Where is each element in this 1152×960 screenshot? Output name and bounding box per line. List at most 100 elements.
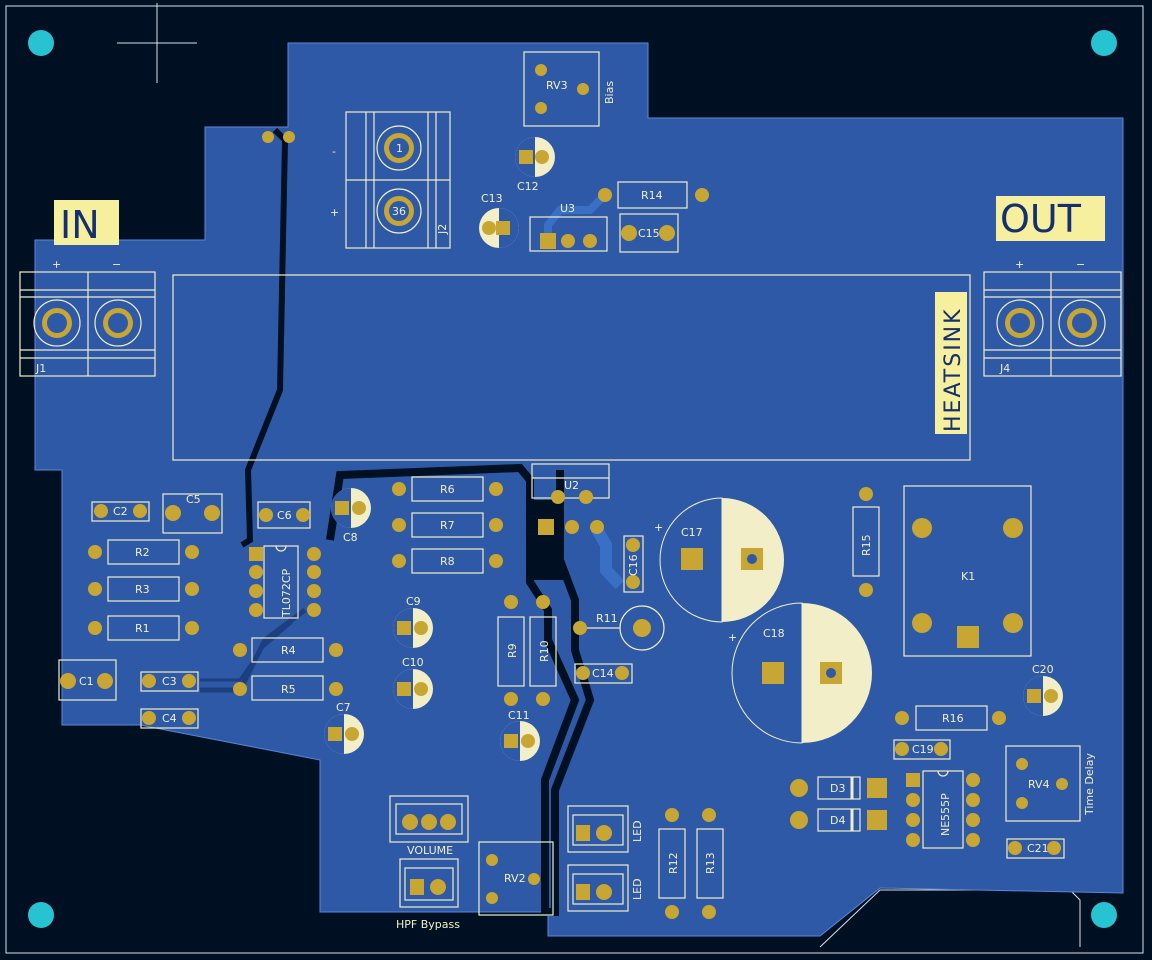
c11-label: C11 <box>508 709 530 722</box>
r16-label: R16 <box>942 712 964 725</box>
r5-resistor[interactable]: R5 <box>233 675 343 701</box>
c10-capacitor[interactable]: C10 <box>393 656 433 709</box>
r6-label: R6 <box>440 483 455 496</box>
j2-minus: - <box>332 145 336 158</box>
c14-capacitor[interactable]: C14 <box>574 663 633 684</box>
r11-resistor[interactable]: R11 <box>573 605 665 651</box>
r8-label: R8 <box>440 555 455 568</box>
u3-label: U3 <box>560 202 575 215</box>
r7-label: R7 <box>440 519 455 532</box>
c5-capacitor[interactable]: C5 <box>162 493 223 534</box>
r16-resistor[interactable]: R16 <box>895 705 1006 731</box>
c17-capacitor[interactable]: C17 + <box>654 497 784 623</box>
c1-capacitor[interactable]: C1 <box>58 659 117 701</box>
c4-capacitor[interactable]: C4 <box>140 708 199 729</box>
r13-resistor[interactable]: R13 <box>696 808 724 919</box>
ne555-timer[interactable]: NE555P <box>906 770 980 849</box>
mounting-hole <box>1091 30 1117 56</box>
hpf-bypass-label: HPF Bypass <box>396 918 460 931</box>
led-header-1[interactable]: LED <box>567 805 644 853</box>
c8-label: C8 <box>343 531 358 544</box>
c1-label: C1 <box>79 675 94 688</box>
r7-resistor[interactable]: R7 <box>392 512 503 538</box>
r8-resistor[interactable]: R8 <box>392 548 503 574</box>
k1-label: K1 <box>961 570 975 583</box>
r10-label: R10 <box>538 640 551 662</box>
r11-label: R11 <box>596 612 618 625</box>
r6-resistor[interactable]: R6 <box>392 476 503 502</box>
c3-capacitor[interactable]: C3 <box>140 671 199 692</box>
d3-diode[interactable]: D3 <box>790 776 887 800</box>
time-delay-label: Time Delay <box>1083 753 1096 816</box>
r15-label: R15 <box>860 534 873 556</box>
u2-regulator[interactable]: U2 <box>531 463 610 535</box>
c15-capacitor[interactable]: C15 <box>619 213 679 253</box>
c18-capacitor[interactable]: C18 + <box>728 602 872 744</box>
c9-capacitor[interactable]: C9 <box>393 595 433 648</box>
r3-label: R3 <box>135 583 150 596</box>
out-note-bg <box>996 196 1105 241</box>
in-note-bg <box>54 200 119 245</box>
u2-label: U2 <box>564 479 579 492</box>
c7-label: C7 <box>336 701 351 714</box>
rv3-label: RV3 <box>546 79 568 92</box>
mounting-hole <box>1091 902 1117 928</box>
j2-plus: + <box>330 206 339 219</box>
c19-label: C19 <box>912 743 934 756</box>
c4-label: C4 <box>162 712 177 725</box>
pour-gap-u2 <box>533 500 563 580</box>
j2-label: J2 <box>436 224 449 235</box>
c21-capacitor[interactable]: C21 <box>1006 838 1065 859</box>
c20-label: C20 <box>1032 663 1054 676</box>
r2-label: R2 <box>135 546 150 559</box>
led-header-2[interactable]: LED <box>567 864 644 912</box>
r9-resistor[interactable]: R9 <box>497 595 525 706</box>
c16-capacitor[interactable]: C16 <box>623 535 644 593</box>
j2-pin2: 36 <box>392 205 406 218</box>
c18-plus: + <box>728 631 737 644</box>
heatsink-note: HEATSINK <box>941 307 966 432</box>
c3-label: C3 <box>162 675 177 688</box>
r12-resistor[interactable]: R12 <box>658 808 686 919</box>
r3-resistor[interactable]: R3 <box>88 576 199 602</box>
hpf-bypass-header[interactable]: HPF Bypass <box>396 858 460 931</box>
c6-label: C6 <box>277 509 292 522</box>
r4-label: R4 <box>281 644 296 657</box>
rv3-trimmer[interactable]: RV3 Bias <box>523 51 616 127</box>
r15-resistor[interactable]: R15 <box>852 487 880 597</box>
rv4-label: RV4 <box>1028 778 1050 791</box>
d4-diode[interactable]: D4 <box>790 808 887 832</box>
k1-relay[interactable]: K1 <box>903 485 1032 657</box>
rv4-trimmer[interactable]: RV4 Time Delay <box>1005 745 1096 822</box>
u3-regulator[interactable]: U3 <box>529 202 608 252</box>
c18-label: C18 <box>763 627 785 640</box>
c6-capacitor[interactable]: C6 <box>257 501 311 529</box>
c13-capacitor[interactable]: C13 <box>479 192 519 248</box>
volume-header[interactable]: VOLUME <box>389 795 469 857</box>
c2-label: C2 <box>113 505 128 518</box>
c12-capacitor[interactable]: C12 <box>515 137 555 193</box>
r1-resistor[interactable]: R1 <box>88 615 199 641</box>
c8-capacitor[interactable]: C8 <box>331 488 371 544</box>
r10-resistor[interactable]: R10 <box>529 595 557 706</box>
c11-capacitor[interactable]: C11 <box>500 709 540 761</box>
c17-plus: + <box>654 521 663 534</box>
rv2-trimmer[interactable]: RV2 <box>478 841 554 916</box>
r4-resistor[interactable]: R4 <box>233 637 343 663</box>
c20-capacitor[interactable]: C20 <box>1023 663 1063 716</box>
j4-label: J4 <box>999 362 1010 375</box>
r14-resistor[interactable]: R14 <box>598 181 709 209</box>
tl072-opamp[interactable]: TL072CP <box>249 545 321 619</box>
ne555-label: NE555P <box>939 793 952 836</box>
r2-resistor[interactable]: R2 <box>88 539 199 565</box>
c19-capacitor[interactable]: C19 <box>893 739 951 760</box>
c2-capacitor[interactable]: C2 <box>91 501 150 522</box>
c21-label: C21 <box>1027 842 1049 855</box>
c7-capacitor[interactable]: C7 <box>324 701 364 754</box>
heatsink-note-bg <box>935 292 967 434</box>
pour-gap-center <box>326 463 595 916</box>
bias-label: Bias <box>603 81 616 104</box>
c9-label: C9 <box>406 595 421 608</box>
j2-connector: 1 36 - + J2 <box>330 111 451 249</box>
